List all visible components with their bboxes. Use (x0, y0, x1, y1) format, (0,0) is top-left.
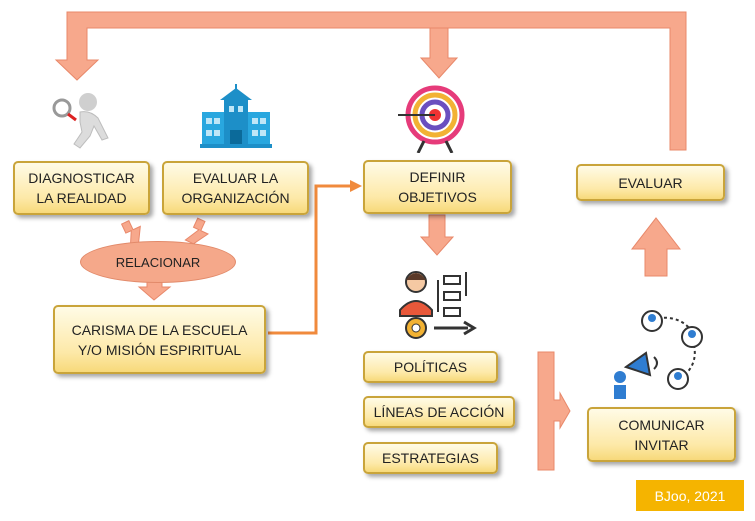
carisma-connector-head (350, 180, 362, 192)
definir-objetivos-box: DEFINIR OBJETIVOS (363, 160, 512, 214)
up-arrow-evaluar (630, 217, 682, 277)
feedback-loop-arrow (54, 11, 687, 151)
estrategias-box: ESTRATEGIAS (363, 442, 498, 474)
evaluar-organizacion-box: EVALUAR LA ORGANIZACIÓN (162, 161, 309, 215)
down-arrow-to-target (419, 27, 459, 79)
megaphone-network-icon (614, 310, 703, 399)
right-arrow-comunicar (537, 351, 571, 471)
planning-person-icon (399, 271, 477, 339)
lineas-accion-box: LÍNEAS DE ACCIÓN (363, 396, 515, 428)
diagnosticar-box: DIAGNOSTICAR LA REALIDAD (13, 161, 150, 215)
carisma-box: CARISMA DE LA ESCUELA Y/O MISIÓN ESPIRIT… (53, 305, 266, 374)
target-icon (398, 85, 465, 153)
relacionar-ellipse: RELACIONAR (80, 241, 236, 283)
comunicar-box: COMUNICAR INVITAR (587, 407, 736, 462)
credit-label: BJoo, 2021 (636, 480, 744, 511)
down-arrow-definir (419, 214, 455, 256)
school-building-icon (200, 84, 272, 148)
carisma-connector (268, 184, 352, 335)
evaluar-box: EVALUAR (576, 164, 725, 201)
politicas-box: POLÍTICAS (363, 351, 498, 383)
magnifier-person-icon (52, 93, 109, 149)
